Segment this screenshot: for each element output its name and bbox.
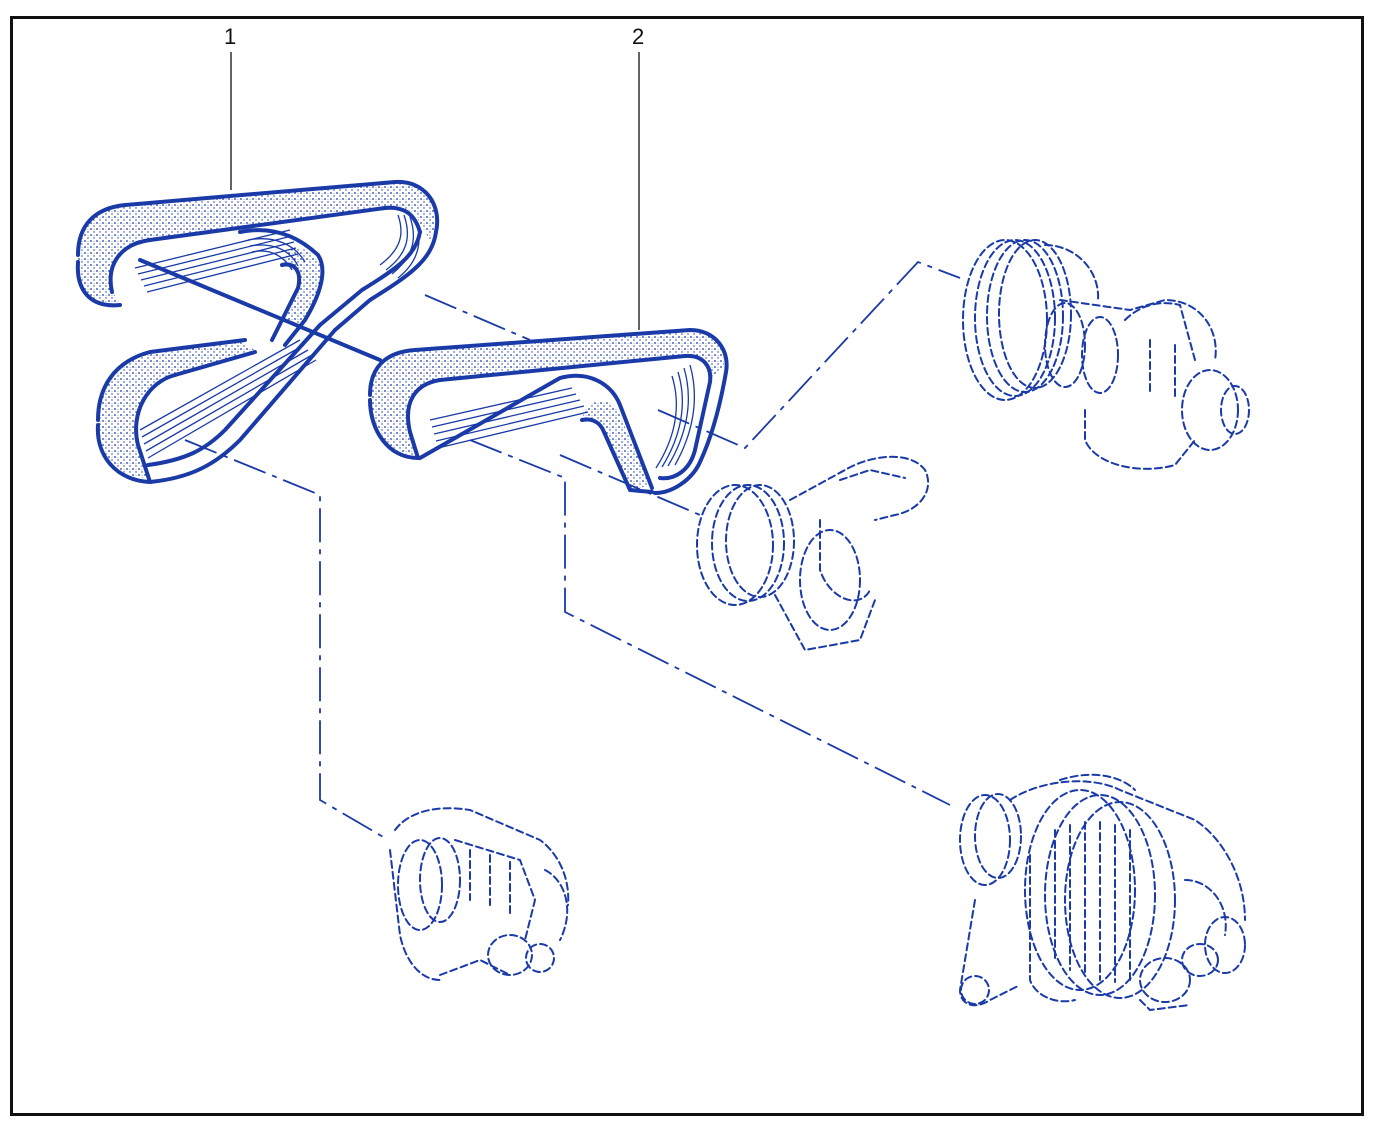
crankshaft-pulley-icon [962,239,1250,470]
belt-2-outline-outer [368,328,729,495]
alternator-icon [959,773,1246,1011]
belt-2 [368,328,729,495]
power-steering-pump-icon [389,807,570,981]
belt-1-lower-ribs [139,339,317,459]
belt-1-lower-outline [96,338,247,422]
belt-1 [75,179,440,484]
callout-2: 2 [632,24,644,330]
routing-line-tensioner [559,454,701,516]
routing-line-crankshaft [424,294,531,341]
routing-line-alternator [469,439,951,806]
tensioner-pulley-icon [696,455,930,651]
callout-2-label: 2 [632,24,644,49]
belt-1-upper-ribs [134,229,299,293]
routing-lines [184,260,961,839]
callout-1: 1 [224,24,236,190]
diagram-frame [10,16,1364,1116]
callout-1-label: 1 [224,24,236,49]
routing-line-pump [184,439,386,839]
belt-2-ribs [429,387,589,449]
belt-1-upper-outline [76,179,440,257]
belt-2-face [370,330,725,455]
